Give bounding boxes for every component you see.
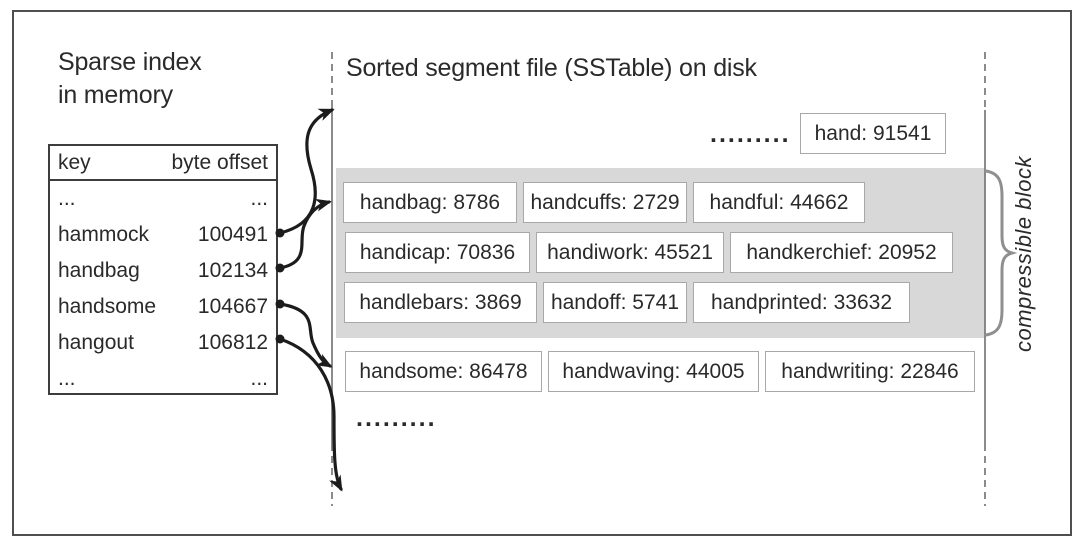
ellipsis-top: ......... xyxy=(710,120,791,148)
col-header-byte-offset: byte offset xyxy=(171,151,268,174)
segment-row-4: handsome: 86478 handwaving: 44005 handwr… xyxy=(345,351,975,392)
index-row-hammock: hammock 100491 xyxy=(50,217,276,253)
index-key: hammock xyxy=(58,223,150,246)
index-row-hangout: hangout 106812 xyxy=(50,325,276,361)
index-offset: 102134 xyxy=(197,259,268,282)
sparse-index-title-line1: Sparse index xyxy=(58,48,202,76)
segment-entry: handwaving: 44005 xyxy=(548,351,759,392)
col-header-key: key xyxy=(58,151,91,174)
segment-entry: handbag: 8786 xyxy=(343,182,517,223)
index-table-header: key byte offset xyxy=(50,146,276,181)
index-key: ... xyxy=(58,187,76,210)
segment-row-2: handicap: 70836 handiwork: 45521 handker… xyxy=(345,232,953,273)
segment-row-1: handbag: 8786 handcuffs: 2729 handful: 4… xyxy=(343,182,865,223)
compressible-block-label: compressible block xyxy=(1011,155,1036,353)
segment-entry: handlebars: 3869 xyxy=(344,282,537,323)
sparse-index-table: key byte offset ... ... hammock 100491 h… xyxy=(48,144,278,395)
index-key: handbag xyxy=(58,259,140,282)
segment-entry: handsome: 86478 xyxy=(345,351,542,392)
index-row-ellipsis-top: ... ... xyxy=(50,181,276,217)
sparse-index-title-line2: in memory xyxy=(58,81,173,109)
segment-entry: handoff: 5741 xyxy=(543,282,687,323)
index-offset: 106812 xyxy=(197,331,268,354)
segment-entry: handwriting: 22846 xyxy=(765,351,975,392)
index-key: ... xyxy=(58,367,76,390)
segment-entry: handprinted: 33632 xyxy=(693,282,910,323)
sstable-title: Sorted segment file (SSTable) on disk xyxy=(346,54,757,82)
index-row-handsome: handsome 104667 xyxy=(50,289,276,325)
segment-row-3: handlebars: 3869 handoff: 5741 handprint… xyxy=(344,282,910,323)
index-offset: 100491 xyxy=(197,223,268,246)
index-offset: ... xyxy=(250,187,268,210)
index-row-handbag: handbag 102134 xyxy=(50,253,276,289)
segment-entry: handful: 44662 xyxy=(693,182,865,223)
index-offset: 104667 xyxy=(197,295,268,318)
ellipsis-bottom: ......... xyxy=(356,404,437,432)
segment-entry: handicap: 70836 xyxy=(345,232,530,273)
sparse-index-title: Sparse index in memory xyxy=(58,46,202,112)
index-offset: ... xyxy=(250,367,268,390)
figure-border xyxy=(12,10,1072,536)
segment-entry: handiwork: 45521 xyxy=(536,232,724,273)
index-key: hangout xyxy=(58,331,134,354)
segment-entry: handkerchief: 20952 xyxy=(730,232,953,273)
segment-entry: handcuffs: 2729 xyxy=(523,182,687,223)
index-row-ellipsis-bottom: ... ... xyxy=(50,361,276,397)
segment-entry-hand: hand: 91541 xyxy=(800,113,946,154)
index-key: handsome xyxy=(58,295,157,318)
